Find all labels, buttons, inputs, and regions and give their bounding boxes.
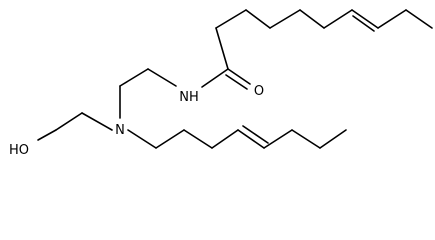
bond [37, 129, 57, 141]
atom-label-nh: NH [179, 90, 199, 105]
carbonyl-bond [227, 68, 251, 85]
double-bond [351, 9, 379, 29]
bond [119, 68, 149, 87]
atom-label-ho: HO [9, 143, 29, 156]
bond [263, 129, 293, 149]
bond [323, 9, 353, 29]
bond [147, 68, 177, 87]
double-bond-inner [352, 15, 375, 32]
bond [55, 112, 83, 131]
bond [127, 129, 157, 149]
bond [201, 68, 229, 88]
bond [81, 112, 113, 131]
bond [269, 9, 301, 29]
bond [245, 9, 271, 29]
atom-label-o: O [254, 84, 264, 99]
bond [299, 9, 325, 29]
bond [211, 129, 239, 149]
bond [377, 9, 407, 29]
bond [215, 9, 247, 29]
bond [183, 129, 213, 149]
bond [291, 129, 321, 149]
atom-label-n: N [115, 123, 125, 138]
carbonyl-bond-inner [225, 74, 248, 90]
bond [319, 129, 347, 149]
bond [215, 27, 229, 70]
double-bond-inner [242, 125, 269, 144]
bond [405, 9, 433, 29]
skeletal-structure-diagram: NH O N HO [9, 9, 433, 156]
double-bond [237, 129, 265, 149]
bond [155, 129, 185, 149]
